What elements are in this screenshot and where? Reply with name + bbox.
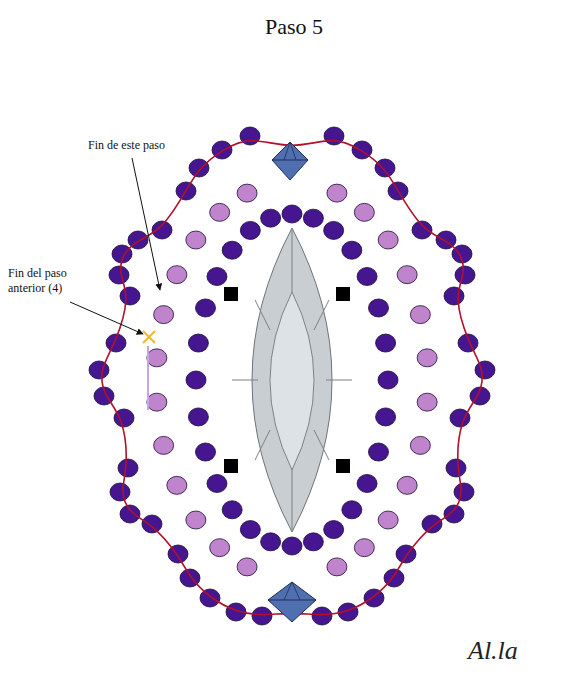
seed-bead — [120, 505, 140, 523]
seed-bead — [357, 474, 377, 492]
seed-bead — [324, 521, 344, 539]
seed-bead — [342, 241, 362, 259]
seed-bead — [152, 221, 172, 239]
seed-bead — [240, 521, 260, 539]
seed-bead — [444, 505, 464, 523]
marquise-stone — [232, 228, 352, 532]
seed-bead — [410, 306, 430, 324]
seed-bead — [261, 209, 281, 227]
seed-bead — [189, 159, 209, 177]
seed-bead — [154, 436, 174, 454]
seed-bead — [412, 221, 432, 239]
seed-bead — [454, 483, 474, 501]
seed-bead — [375, 159, 395, 177]
seed-bead — [240, 221, 260, 239]
seed-bead — [368, 443, 388, 461]
callout-label: Fin del paso anterior (4) — [8, 266, 100, 296]
seed-bead — [422, 515, 442, 533]
seed-bead — [475, 361, 495, 379]
seed-bead — [167, 266, 187, 284]
leader-line — [132, 158, 160, 290]
seed-bead — [303, 533, 323, 551]
seed-bead — [397, 266, 417, 284]
seed-bead — [210, 539, 230, 557]
seed-bead — [324, 221, 344, 239]
seed-bead — [364, 589, 384, 607]
seed-bead — [186, 231, 206, 249]
setting-squares — [224, 287, 350, 473]
seed-bead — [186, 511, 206, 529]
seed-bead — [354, 539, 374, 557]
seed-bead — [417, 349, 437, 367]
seed-bead — [376, 334, 396, 352]
seed-bead — [327, 558, 347, 576]
thread-path — [102, 141, 482, 615]
start-cross — [143, 331, 155, 343]
leader-line — [70, 302, 143, 334]
seed-bead — [237, 558, 257, 576]
seed-bead — [120, 287, 140, 305]
seed-bead — [397, 476, 417, 494]
seed-bead — [167, 476, 187, 494]
seed-bead — [342, 501, 362, 519]
seed-bead — [110, 483, 130, 501]
seed-bead — [109, 266, 129, 284]
seed-bead — [196, 299, 216, 317]
callout-label: Fin de este paso — [88, 138, 165, 153]
seed-bead — [410, 436, 430, 454]
seed-bead — [186, 371, 206, 389]
bicone-top — [272, 142, 308, 180]
seed-bead — [378, 511, 398, 529]
seed-bead — [154, 306, 174, 324]
seed-bead — [188, 334, 208, 352]
seed-bead — [222, 241, 242, 259]
seed-bead — [444, 287, 464, 305]
seed-bead — [261, 533, 281, 551]
seed-bead — [327, 184, 347, 202]
bicone-bottom — [268, 582, 316, 622]
seed-bead — [376, 408, 396, 426]
seed-bead — [368, 299, 388, 317]
seed-bead — [147, 393, 167, 411]
seed-bead — [142, 515, 162, 533]
seed-bead — [210, 203, 230, 221]
seed-bead — [417, 393, 437, 411]
seed-bead — [455, 266, 475, 284]
seed-bead — [200, 589, 220, 607]
seed-bead — [188, 408, 208, 426]
seed-bead — [378, 371, 398, 389]
seed-bead — [312, 607, 332, 625]
seed-bead — [118, 459, 138, 477]
seed-bead — [282, 205, 302, 223]
step-title: Paso 5 — [265, 14, 323, 40]
seed-bead — [446, 459, 466, 477]
seed-bead — [222, 501, 242, 519]
seed-bead — [378, 231, 398, 249]
seed-bead — [354, 203, 374, 221]
seed-bead — [196, 443, 216, 461]
seed-bead — [252, 607, 272, 625]
seed-bead — [303, 209, 323, 227]
seed-bead — [207, 268, 227, 286]
seed-bead — [147, 349, 167, 367]
seed-bead — [282, 537, 302, 555]
seed-bead — [89, 361, 109, 379]
seed-bead — [207, 474, 227, 492]
signature: Al.la — [468, 636, 518, 666]
seed-bead — [357, 268, 377, 286]
seed-bead — [237, 184, 257, 202]
previous-thread — [147, 346, 149, 410]
